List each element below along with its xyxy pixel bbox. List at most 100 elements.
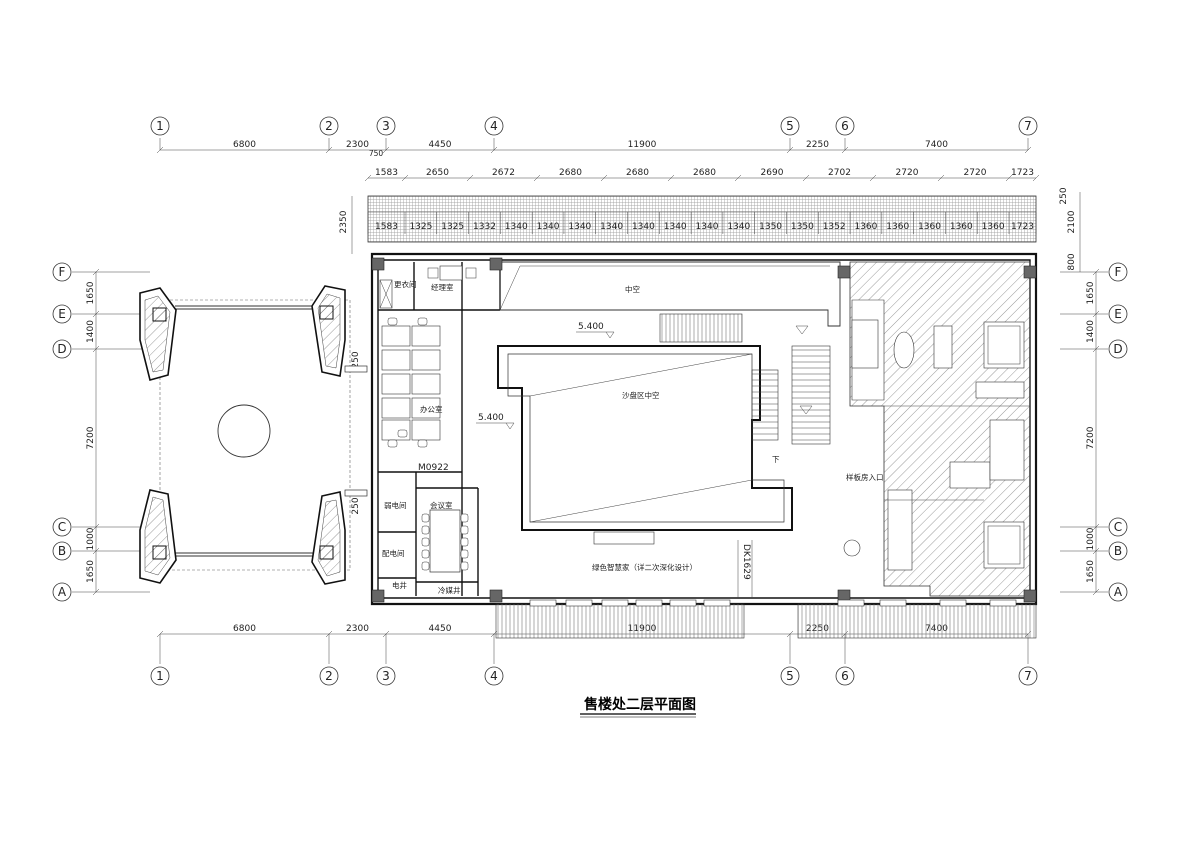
room-green-exhibit: 绿色智慧家（详二次深化设计） (592, 562, 697, 572)
column-2 (837, 265, 851, 279)
dim-canopy-cell-16: 1360 (886, 222, 909, 232)
axis-bubble-y-C: C (52, 517, 72, 537)
svg-text:7: 7 (1024, 669, 1032, 683)
room-manager: 经理室 (431, 282, 454, 292)
dim-canopy-cell-17: 1360 (918, 222, 941, 232)
axis-bubble-x-5: 5 (780, 666, 800, 686)
door-tag-dk: DK1629 (741, 544, 751, 580)
dim-canopy-cell-9: 1340 (664, 222, 687, 232)
door-tag-m0922: M0922 (418, 463, 449, 473)
axis-bubble-x-3: 3 (376, 116, 396, 136)
dim-canopy-cell-7: 1340 (600, 222, 623, 232)
dim-dims_left-1: 1400 (86, 320, 96, 343)
axis-bubble-x-7: 7 (1018, 116, 1038, 136)
axis-bubble-y-F: F (1108, 262, 1128, 282)
axis-bubble-y-C: C (1108, 517, 1128, 537)
axis-bubble-x-5: 5 (780, 116, 800, 136)
column-7 (1023, 589, 1037, 603)
dim-canopy-cell-0: 1583 (375, 222, 398, 232)
dim-dims_left-3: 1000 (86, 527, 96, 550)
dim-dims_bottom_axis-1: 2300 (346, 624, 369, 634)
dim-dims_left-0: 1650 (86, 281, 96, 304)
svg-text:A: A (1114, 585, 1123, 599)
dim-dims_top_axis-5: 7400 (925, 140, 948, 150)
pier-ne (311, 285, 346, 377)
dim-canopy-cell-19: 1360 (982, 222, 1005, 232)
dim-canopy-cell-1: 1325 (409, 222, 432, 232)
room-atrium: 中空 (625, 284, 640, 294)
room-weak-elec: 弱电间 (384, 500, 407, 510)
svg-text:D: D (1113, 342, 1122, 356)
svg-text:F: F (59, 265, 66, 279)
pier-nw (139, 287, 177, 381)
dim-750: 750 (369, 149, 384, 158)
dim-dims_bottom_axis-0: 6800 (233, 624, 256, 634)
dim-dims_top_row2-9: 2720 (964, 168, 987, 178)
dim-canopy-cell-2: 1325 (441, 222, 464, 232)
dim-dims_top_row2-1: 2650 (426, 168, 449, 178)
column-4 (371, 589, 385, 603)
dim-dims_right-0: 1650 (1086, 281, 1096, 304)
svg-text:6: 6 (841, 119, 849, 133)
dim-dims_top_row2-7: 2702 (828, 168, 851, 178)
axis-bubble-y-E: E (1108, 304, 1128, 324)
axis-bubble-x-4: 4 (484, 666, 504, 686)
axis-bubble-y-D: D (52, 339, 72, 359)
dim-dims_top_axis-1: 2300 (346, 140, 369, 150)
dim-dims_top_row2-2: 2672 (492, 168, 515, 178)
svg-text:5: 5 (786, 119, 794, 133)
dim-canopy-cell-20: 1723 (1011, 222, 1034, 232)
svg-text:7: 7 (1024, 119, 1032, 133)
axis-bubble-x-4: 4 (484, 116, 504, 136)
svg-text:C: C (58, 520, 66, 534)
room-model-entry: 样板房入口 (846, 472, 884, 482)
balconies (495, 599, 1037, 639)
drawing-title: 售楼处二层平面图 (583, 696, 696, 713)
dim-dims_top_row2-8: 2720 (896, 168, 919, 178)
axis-bubble-x-2: 2 (319, 666, 339, 686)
dim-canopy-cell-13: 1350 (791, 222, 814, 232)
room-sand-void: 沙盘区中空 (622, 390, 660, 400)
dim-dims_top_row2-5: 2680 (693, 168, 716, 178)
dim-dims_top_axis-2: 4450 (429, 140, 452, 150)
svg-text:B: B (58, 544, 66, 558)
axis-bubble-x-7: 7 (1018, 666, 1038, 686)
dim-canopy-cell-18: 1360 (950, 222, 973, 232)
svg-text:E: E (58, 307, 66, 321)
axis-grid-lines (72, 138, 1108, 664)
dim-misc-0: 250 (351, 351, 361, 368)
dim-dims_bottom_axis-2: 4450 (429, 624, 452, 634)
axis-bubble-x-2: 2 (319, 116, 339, 136)
axis-bubble-y-B: B (1108, 541, 1128, 561)
level-mark-1: 5.400 (578, 322, 604, 332)
svg-text:3: 3 (382, 119, 390, 133)
svg-text:2: 2 (325, 669, 333, 683)
axis-bubble-x-3: 3 (376, 666, 396, 686)
room-power: 配电间 (382, 548, 405, 558)
office-wing (378, 262, 501, 596)
dim-canopy-cell-8: 1340 (632, 222, 655, 232)
room-well: 电井 (392, 580, 407, 590)
dim-canopy-cell-14: 1352 (823, 222, 846, 232)
room-changing: 更衣间 (394, 279, 417, 289)
dim-canopy-cell-4: 1340 (505, 222, 528, 232)
dim-dims_top_axis-4: 2250 (806, 140, 829, 150)
dim-dims_top_row2-3: 2680 (559, 168, 582, 178)
axis-bubble-x-1: 1 (150, 116, 170, 136)
column-5 (489, 589, 503, 603)
central-voids (497, 261, 861, 598)
svg-text:4: 4 (490, 669, 498, 683)
dim-canopy-cell-6: 1340 (568, 222, 591, 232)
dim-dims_top_axis-3: 11900 (628, 140, 657, 150)
column-3 (1023, 265, 1037, 279)
dim-dims_right-4: 1650 (1086, 560, 1096, 583)
room-cold-well: 冷媒井 (438, 585, 461, 595)
svg-text:C: C (1114, 520, 1122, 534)
axis-bubble-x-6: 6 (835, 666, 855, 686)
circular-feature (217, 404, 271, 458)
dim-canopy-cell-3: 1332 (473, 222, 496, 232)
dim-dims_top_row2-4: 2680 (626, 168, 649, 178)
level-mark-2: 5.400 (478, 413, 504, 423)
